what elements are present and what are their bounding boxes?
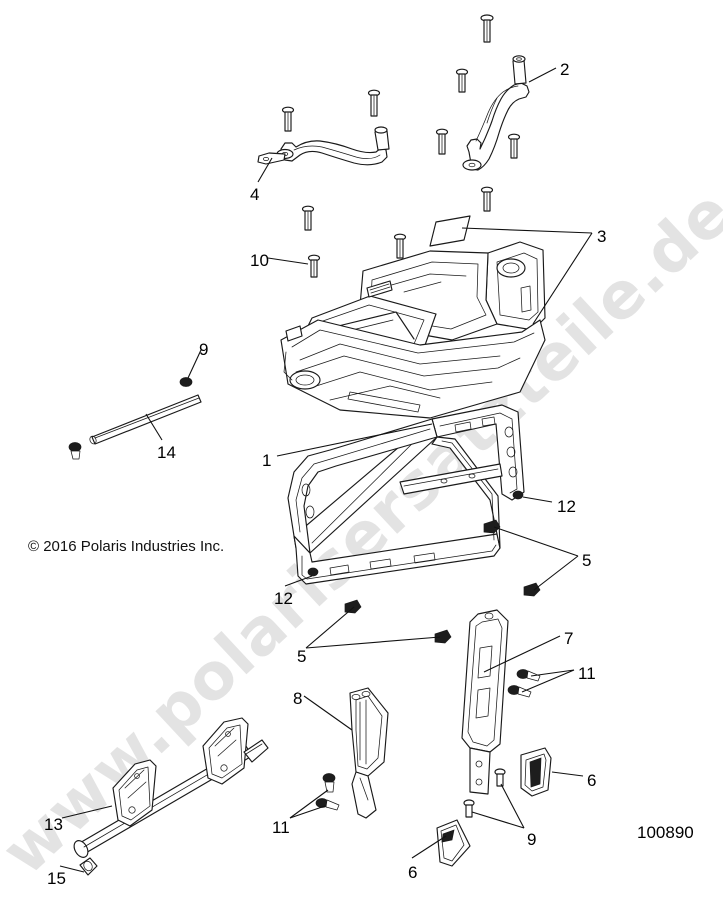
leader-9b [500, 783, 525, 829]
leader-11b [521, 669, 575, 693]
clip-12b [307, 567, 319, 577]
leader-9c [471, 811, 525, 829]
leader-10 [267, 257, 309, 265]
clip-5b [523, 582, 541, 597]
clip-5a [483, 519, 501, 534]
leader-7 [483, 635, 561, 673]
bolt-9c [68, 442, 82, 460]
leader-3 [461, 227, 593, 234]
leader-6b [411, 835, 447, 859]
callout-1: 1 [262, 451, 272, 470]
callout-5-left: 5 [297, 647, 307, 666]
callout-15: 15 [47, 869, 66, 888]
leader-11a [530, 669, 575, 677]
part-14-rod [89, 394, 202, 445]
leader-5b [533, 555, 579, 591]
clip-5d [434, 629, 452, 644]
clip-12a [512, 490, 524, 500]
part-10-screws [281, 14, 521, 278]
part-13-rail [73, 717, 269, 876]
callout-11-bottom: 11 [272, 818, 290, 837]
callout-13: 13 [44, 815, 63, 834]
callout-6-right: 6 [587, 771, 597, 790]
leader-2 [528, 67, 557, 83]
part-2-handle [462, 55, 530, 171]
callout-9-left: 9 [199, 340, 209, 359]
leader-6a [551, 771, 584, 777]
bolt-9b [494, 768, 506, 787]
callout-11-right: 11 [578, 664, 596, 683]
clip-5c [344, 599, 362, 614]
callout-4: 4 [250, 185, 260, 204]
leader-12b [284, 575, 313, 587]
leader-11c [289, 789, 329, 819]
leader-14 [145, 413, 163, 441]
part-4-bracket [257, 126, 390, 166]
callout-9-bottom: 9 [527, 830, 537, 849]
fastener-clips [68, 377, 541, 818]
leader-9a [187, 349, 202, 379]
leader-15 [59, 865, 85, 873]
callout-5-right: 5 [582, 551, 592, 570]
leader-3b [532, 232, 593, 325]
bolt-9a [179, 377, 193, 387]
callout-8: 8 [293, 689, 303, 708]
leader-5a [493, 526, 579, 557]
leader-8 [303, 695, 353, 731]
callout-14: 14 [157, 443, 176, 462]
part-7-arm [461, 609, 509, 795]
callout-12-right: 12 [557, 497, 576, 516]
bolt-11b [507, 685, 532, 698]
callout-7: 7 [564, 629, 574, 648]
leader-4 [257, 157, 273, 183]
copyright-notice: © 2016 Polaris Industries Inc. [28, 538, 225, 555]
callout-2: 2 [560, 60, 570, 79]
leader-11d [289, 805, 326, 819]
leader-lines [59, 67, 593, 873]
part-6-tabs [436, 747, 552, 867]
leader-12a [522, 496, 553, 503]
leader-1 [276, 423, 433, 457]
bolt-11c [322, 773, 336, 793]
part-number: 100890 [637, 823, 694, 842]
bolt-9d [463, 799, 475, 818]
callout-10: 10 [250, 251, 269, 270]
callout-12-left: 12 [274, 589, 293, 608]
part-1-frame [287, 404, 525, 585]
leader-5c [305, 606, 355, 649]
leader-5d [305, 636, 441, 649]
callout-3: 3 [597, 227, 607, 246]
part-3-chassis [280, 215, 546, 419]
callout-6-bottom: 6 [408, 863, 418, 882]
leader-13 [61, 805, 113, 819]
part-8-support [349, 687, 389, 819]
